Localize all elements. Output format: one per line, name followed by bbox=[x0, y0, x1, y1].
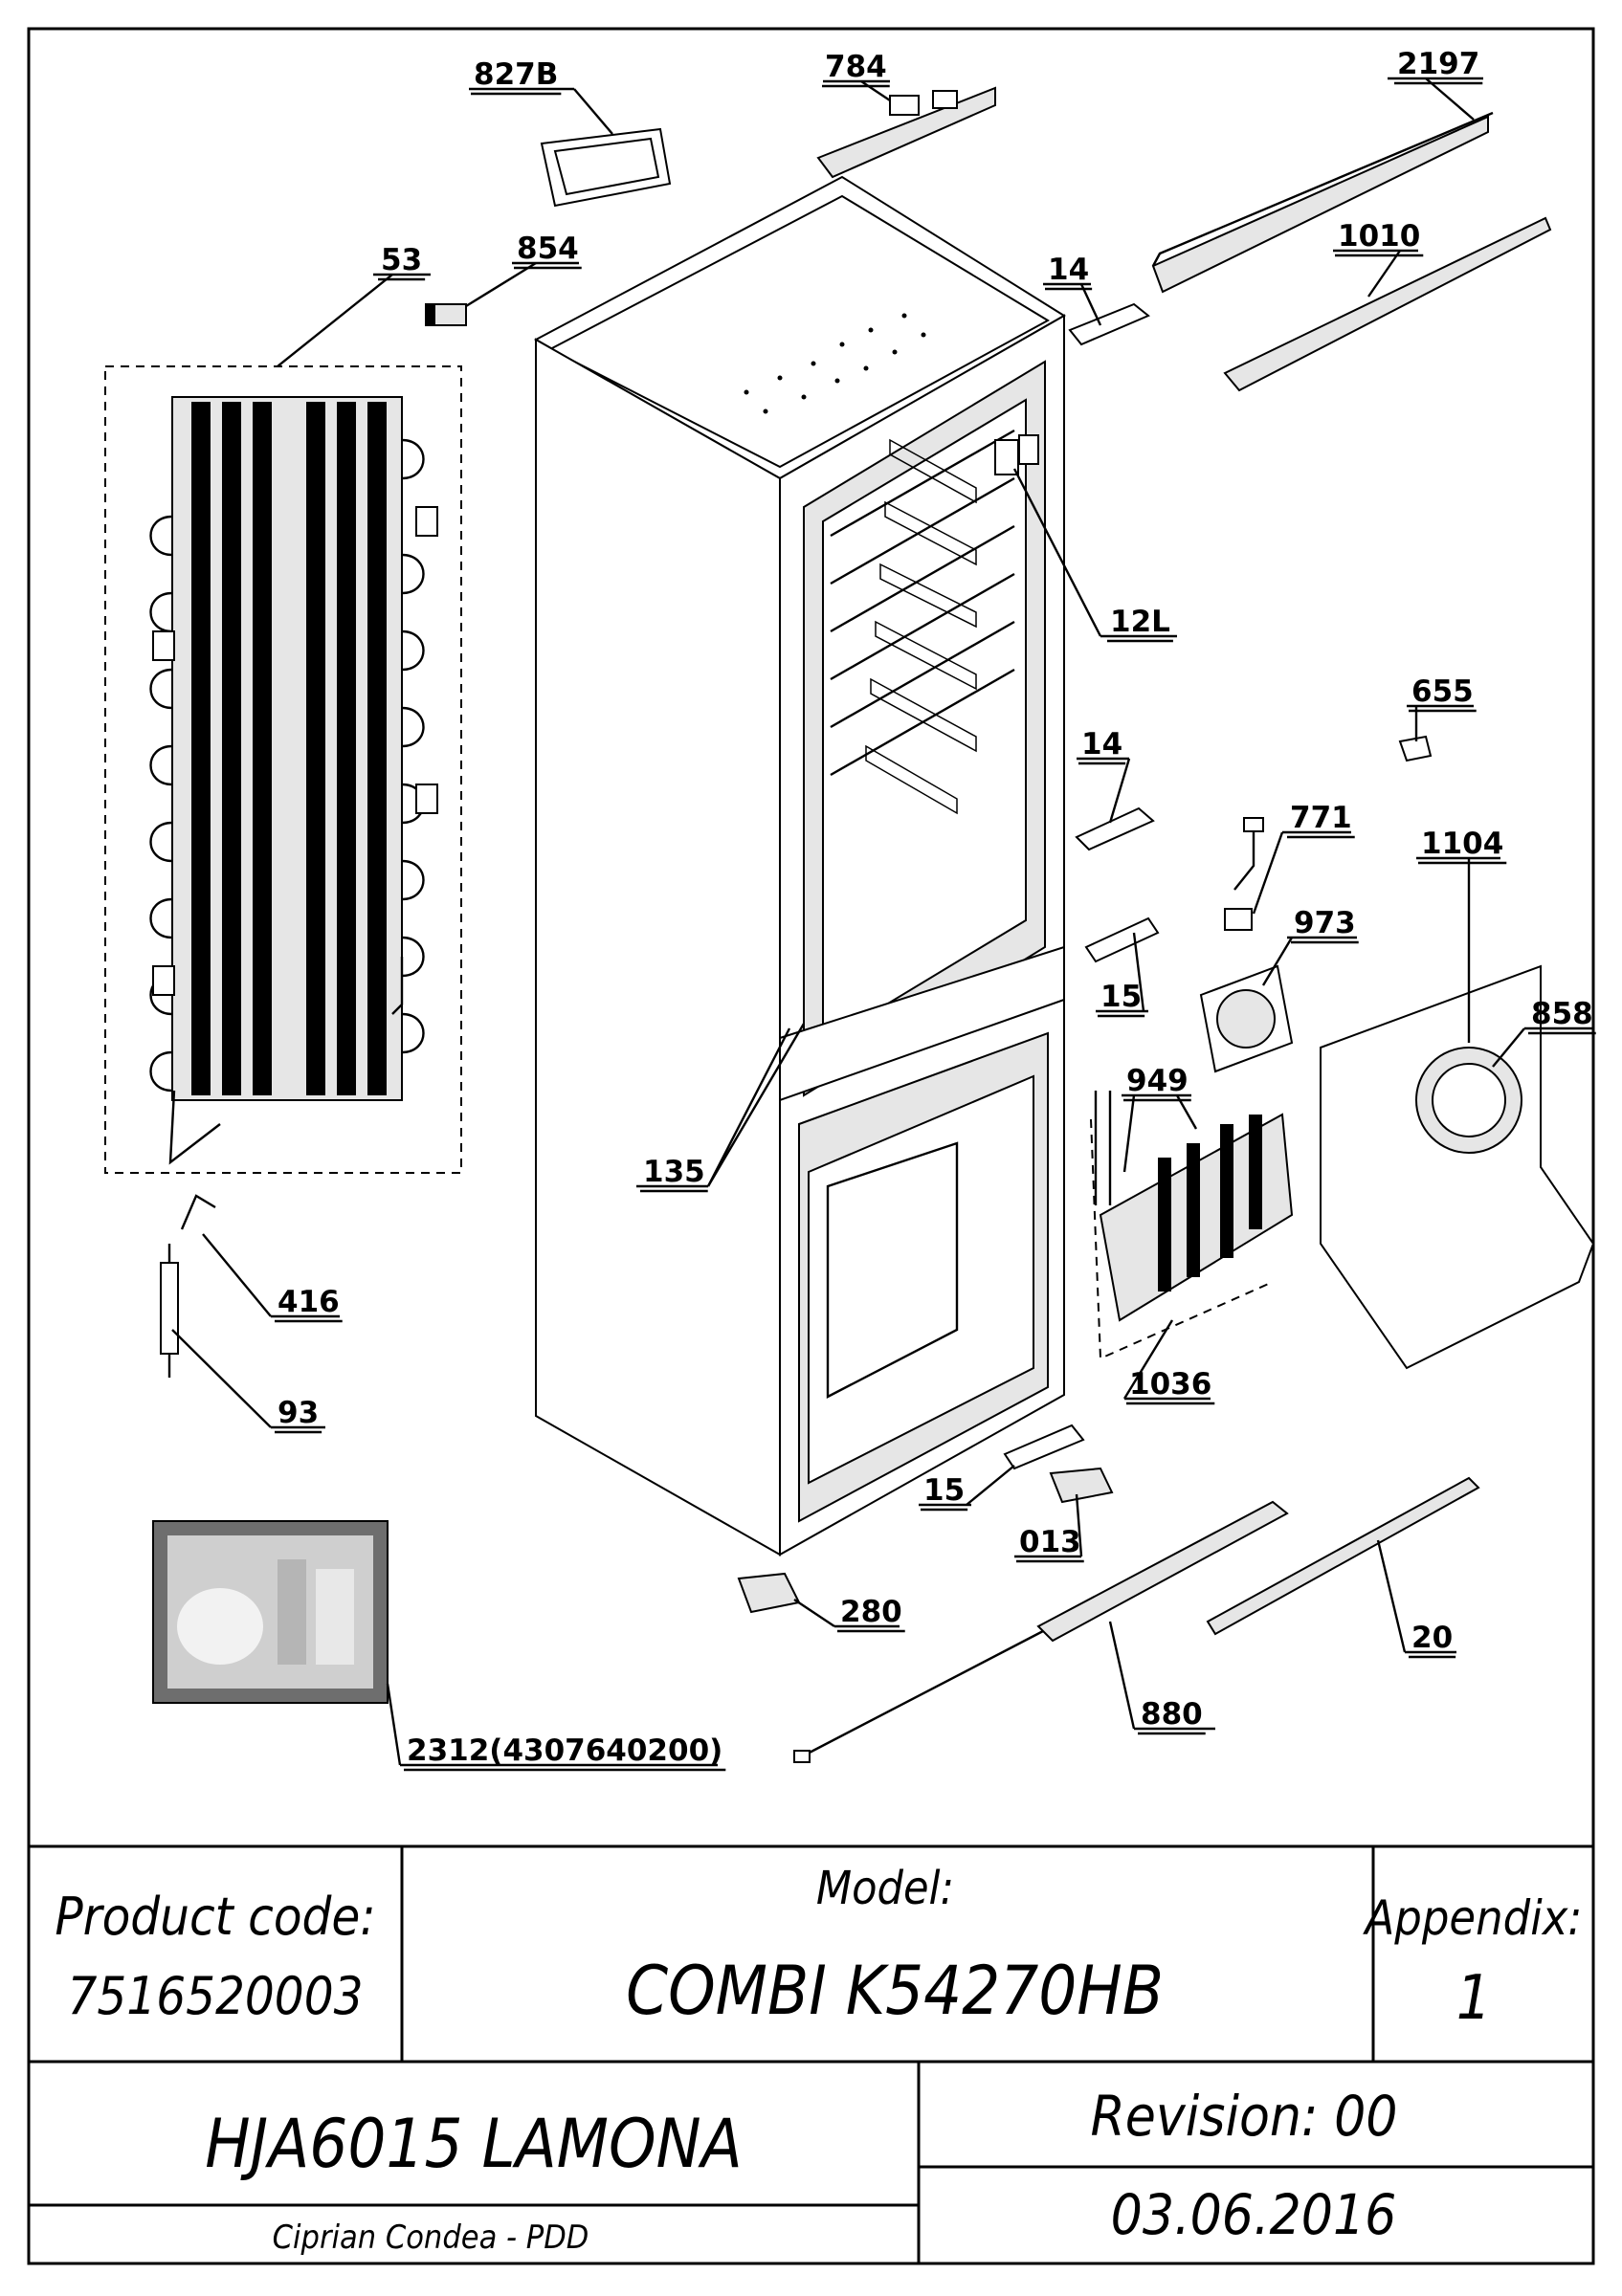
label-135: 135 bbox=[643, 1155, 705, 1189]
hinge-15-lower bbox=[1003, 1424, 1085, 1470]
part-labels: 827B 784 2197 53 854 14 1010 12L 655 14 … bbox=[275, 47, 1596, 1772]
label-1036: 1036 bbox=[1129, 1367, 1211, 1402]
author: Ciprian Condea - PDD bbox=[273, 2219, 589, 2257]
label-2312: 2312(4307640200) bbox=[407, 1733, 722, 1768]
condenser-53 bbox=[104, 365, 462, 1174]
leader-lines bbox=[171, 77, 1593, 1767]
tube-416 bbox=[180, 1194, 216, 1230]
label-1104: 1104 bbox=[1421, 827, 1503, 861]
appendix-value: 1 bbox=[1456, 1963, 1492, 2034]
model-label: Model: bbox=[816, 1862, 954, 1915]
cover-2197 bbox=[1151, 111, 1494, 294]
label-949: 949 bbox=[1126, 1064, 1189, 1098]
label-15-lower: 15 bbox=[923, 1473, 965, 1508]
label-20: 20 bbox=[1411, 1621, 1453, 1655]
hinge-14-middle bbox=[1075, 806, 1155, 851]
label-013: 013 bbox=[1019, 1525, 1081, 1559]
hinge-15-upper bbox=[1084, 916, 1160, 963]
accessory-bag-photo-2312 bbox=[152, 1520, 389, 1704]
label-854: 854 bbox=[517, 232, 579, 266]
label-2197: 2197 bbox=[1397, 47, 1479, 81]
label-14-top: 14 bbox=[1048, 253, 1089, 287]
label-880: 880 bbox=[1141, 1697, 1203, 1732]
label-12L: 12L bbox=[1110, 605, 1170, 639]
label-771: 771 bbox=[1290, 801, 1352, 835]
heater-880 bbox=[793, 1500, 1289, 1763]
title-block: Product code: 7516520003 Model: COMBI K5… bbox=[29, 1846, 1593, 2263]
foot-280 bbox=[737, 1572, 801, 1614]
label-1010: 1010 bbox=[1338, 219, 1420, 254]
product-code-label: Product code: bbox=[55, 1887, 375, 1947]
rail-1010 bbox=[1223, 216, 1552, 392]
label-973: 973 bbox=[1294, 906, 1356, 940]
lamp-854 bbox=[425, 303, 467, 326]
model-value: COMBI K54270HB bbox=[626, 1952, 1164, 2030]
label-827B: 827B bbox=[474, 57, 558, 92]
label-416: 416 bbox=[278, 1285, 340, 1319]
product-name: HJA6015 LAMONA bbox=[205, 2105, 742, 2183]
label-280: 280 bbox=[840, 1595, 902, 1629]
cabinet-body bbox=[533, 175, 1066, 1556]
drier-93 bbox=[160, 1244, 179, 1378]
back-panel-1104 bbox=[1320, 964, 1595, 1370]
fan-973 bbox=[1199, 964, 1294, 1073]
revision: Revision: 00 bbox=[1091, 2084, 1398, 2149]
rail-20 bbox=[1206, 1476, 1480, 1636]
hinge-14-top bbox=[1068, 302, 1150, 346]
drawing-frame bbox=[27, 27, 1595, 2265]
label-53: 53 bbox=[381, 243, 422, 277]
appendix-label: Appendix: bbox=[1363, 1890, 1583, 1946]
label-655: 655 bbox=[1411, 674, 1474, 709]
date: 03.06.2016 bbox=[1111, 2182, 1397, 2247]
label-15-upper: 15 bbox=[1100, 980, 1142, 1014]
evaporator-1036 bbox=[1090, 1091, 1294, 1360]
product-code-value: 7516520003 bbox=[67, 1966, 363, 2026]
control-board-784 bbox=[816, 86, 996, 179]
label-858: 858 bbox=[1531, 997, 1593, 1031]
label-784: 784 bbox=[825, 50, 887, 84]
label-14-middle: 14 bbox=[1081, 727, 1122, 762]
foot-013 bbox=[1049, 1467, 1114, 1504]
sensor-771 bbox=[1224, 817, 1264, 931]
label-93: 93 bbox=[278, 1396, 319, 1430]
display-frame-827B bbox=[540, 127, 672, 208]
